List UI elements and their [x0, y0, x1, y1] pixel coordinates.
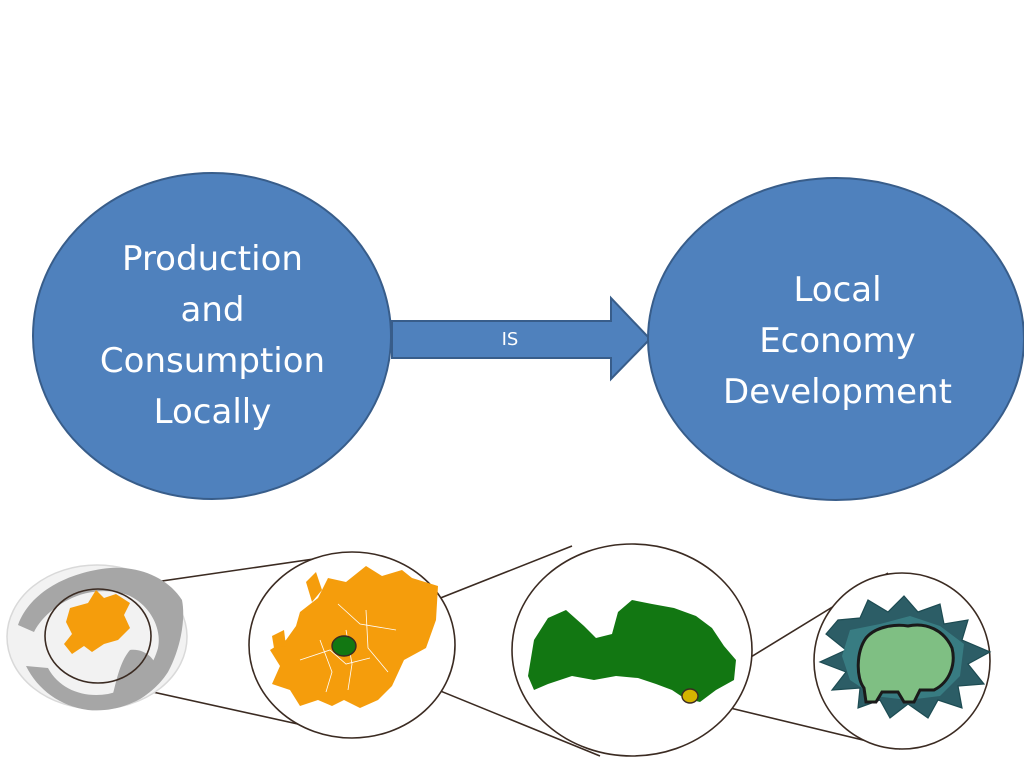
- production-consumption-node: [32, 172, 392, 500]
- municipality-emblem-icon: [813, 572, 992, 750]
- latvia-map-icon: [511, 543, 753, 757]
- left-label-line-3: Consumption: [99, 341, 326, 381]
- left-label-line-4: Locally: [153, 392, 272, 432]
- zoom-connectors: [99, 545, 901, 757]
- arrow-label: IS: [501, 329, 519, 350]
- flow-diagram: [32, 172, 1024, 501]
- right-label-line-2: Economy: [759, 320, 916, 361]
- local-economy-label: Local Economy Development: [660, 186, 1015, 496]
- right-label-line-1: Local: [793, 269, 882, 310]
- right-label-line-3: Development: [723, 371, 952, 412]
- left-label-line-2: and: [180, 290, 245, 330]
- europe-map-icon: [248, 551, 456, 739]
- production-consumption-label: Production and Consumption Locally: [40, 186, 385, 486]
- local-economy-node: [647, 177, 1024, 501]
- is-arrow: [391, 295, 652, 382]
- left-label-line-1: Production: [122, 239, 303, 279]
- globe-map-icon: [6, 564, 188, 711]
